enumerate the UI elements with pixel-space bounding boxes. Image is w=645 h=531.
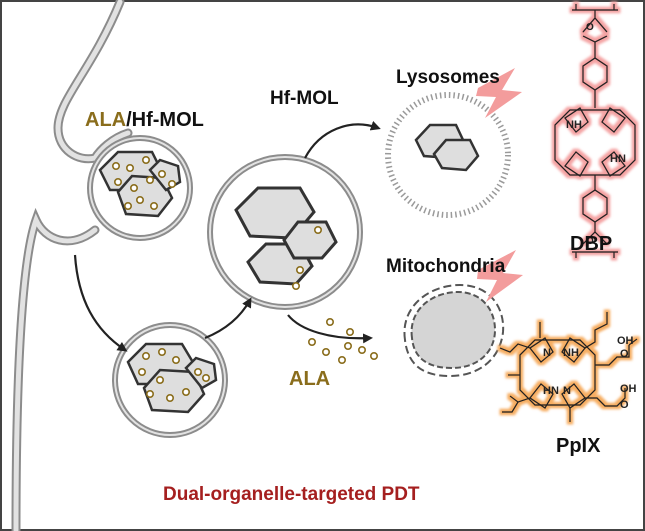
ala-dot — [307, 337, 316, 346]
cell-membrane — [11, 0, 133, 531]
ala-hf-mol-label: ALA/Hf-MOL — [85, 109, 204, 131]
ala-label: ALA — [289, 368, 330, 390]
chem-n-label: N — [543, 347, 551, 359]
mitochondrion — [403, 283, 505, 378]
ppix-label: PpIX — [556, 435, 601, 457]
ala-dot — [142, 156, 151, 165]
arrow-to-endosome — [204, 297, 252, 340]
ala-dot — [343, 341, 352, 350]
hf-mol-nanoplate — [282, 220, 338, 260]
chem-n-label: N — [563, 385, 571, 397]
ala-dot — [156, 375, 165, 384]
chem-oh-label: OH — [617, 335, 634, 347]
ala-dot — [146, 389, 155, 398]
ala-dot — [291, 281, 300, 290]
arrow-uptake-ala — [73, 254, 128, 352]
ala-dot — [369, 351, 378, 360]
hf-mol-suffix-text: /Hf-MOL — [126, 109, 204, 131]
ala-dot — [124, 202, 133, 211]
hf-mol-label: Hf-MOL — [270, 88, 339, 109]
ala-dot — [345, 327, 354, 336]
chem-o-label: O — [586, 22, 594, 33]
ala-dot — [166, 393, 175, 402]
ppix-structure — [499, 312, 638, 422]
ala-dot — [295, 265, 304, 274]
ala-dot — [168, 180, 177, 189]
ala-dot — [158, 170, 167, 179]
ala-dot — [130, 184, 139, 193]
ala-dot — [172, 355, 181, 364]
hf-mol-nanoplate — [432, 138, 480, 172]
lysosome — [385, 92, 511, 218]
dbp-structure — [554, 4, 636, 258]
endosome — [207, 154, 363, 310]
ala-dot — [337, 355, 346, 364]
ala-prefix-text: ALA — [85, 109, 126, 131]
chem-o-label: O — [620, 348, 629, 360]
ala-dot — [313, 226, 322, 235]
chem-oh-label: OH — [620, 383, 637, 395]
ala-dot — [325, 317, 334, 326]
chem-nh-label: NH — [566, 119, 582, 131]
chem-hn-label: HN — [610, 153, 626, 165]
ppix-atom-labels: N NH HN N OH O OH O — [543, 335, 637, 411]
chem-o-label: O — [586, 236, 594, 247]
ala-dot — [158, 347, 167, 356]
ala-dot — [142, 351, 151, 360]
lysosomes-label: Lysosomes — [396, 67, 500, 88]
ala-dot — [321, 347, 330, 356]
lightning-icon — [477, 250, 523, 302]
ala-molecules — [112, 136, 456, 402]
ala-dot — [357, 345, 366, 354]
dbp-atom-labels: O O NH HN — [566, 22, 626, 247]
arrow-to-mitochondria — [287, 314, 373, 344]
chem-hn-label: HN — [543, 385, 559, 397]
ala-dot — [126, 164, 135, 173]
ala-dot — [150, 202, 159, 211]
chem-nh-label: NH — [563, 347, 579, 359]
ala-dot — [114, 178, 123, 187]
mitochondria-label: Mitochondria — [386, 256, 506, 277]
ala-dot — [146, 176, 155, 185]
ala-dot — [136, 196, 145, 205]
ala-dot — [182, 387, 191, 396]
ala-dot — [112, 162, 121, 171]
chem-o-label: O — [620, 399, 629, 411]
ala-dot — [138, 367, 147, 376]
lightning-icon — [476, 68, 522, 118]
endocytic-vesicle — [87, 135, 193, 241]
ala-dot — [194, 367, 203, 376]
dbp-label: DBP — [570, 233, 612, 255]
arrow-to-lysosomes — [304, 120, 381, 159]
footer-caption: Dual-organelle-targeted PDT — [163, 484, 420, 505]
ala-dot — [202, 373, 211, 382]
